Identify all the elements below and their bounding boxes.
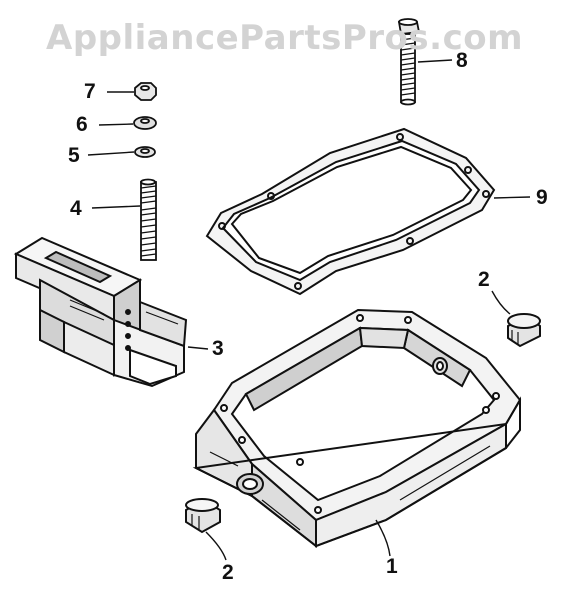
part-2-plug-upper — [507, 313, 541, 348]
callout-6: 6 — [76, 113, 88, 136]
leader-6 — [98, 123, 134, 126]
part-4-stud — [140, 178, 157, 261]
leader-8 — [417, 59, 453, 63]
callout-8: 8 — [456, 49, 468, 72]
part-5-lock-washer — [134, 146, 156, 158]
callout-9: 9 — [536, 186, 548, 209]
watermark: AppliancePartsPros.com — [46, 18, 524, 58]
leader-9 — [493, 196, 531, 199]
leader-5 — [87, 151, 135, 156]
part-7-nut — [134, 82, 157, 101]
leader-2-upper — [491, 290, 511, 315]
callout-3: 3 — [212, 337, 224, 360]
part-6-washer — [133, 116, 157, 130]
leader-4 — [91, 205, 141, 209]
leader-2-lower — [205, 531, 227, 561]
callout-1: 1 — [386, 555, 398, 578]
part-8-bolt — [397, 18, 421, 106]
part-9-gasket — [205, 127, 496, 296]
leader-3 — [187, 346, 209, 350]
callout-5: 5 — [68, 144, 80, 167]
part-1-housing — [192, 308, 522, 549]
callout-4: 4 — [70, 197, 82, 220]
part-3-bracket — [13, 236, 188, 388]
leader-1 — [375, 519, 391, 557]
callout-2-lower: 2 — [222, 561, 234, 584]
callout-7: 7 — [84, 80, 96, 103]
leader-lines — [87, 59, 531, 561]
callout-2-upper: 2 — [478, 268, 490, 291]
part-2-plug-lower — [185, 498, 221, 534]
